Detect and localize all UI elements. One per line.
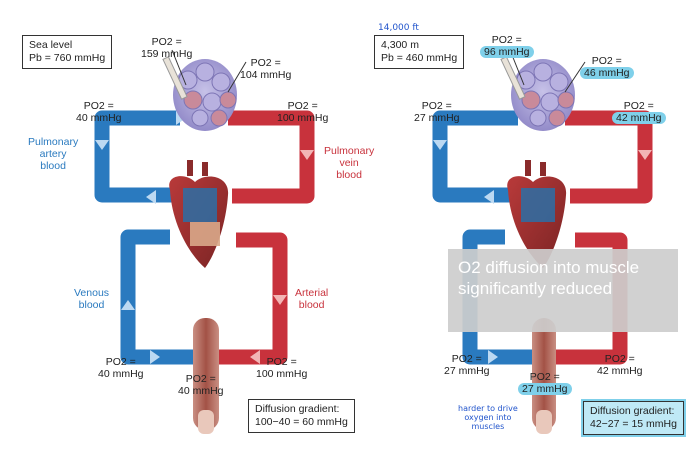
right-alveolar-right-po2: PO2 = <box>591 55 622 67</box>
po2-value: 40 mmHg <box>76 112 122 124</box>
left-alveolar-right-po2: PO2 = <box>250 57 281 69</box>
po2-label: PO2 = <box>623 100 654 112</box>
right-alveoli <box>500 56 575 131</box>
po2-label: PO2 = <box>604 353 635 365</box>
right-condition-box: 4,300 m Pb = 460 mmHg <box>374 35 465 69</box>
right-flow-arrow-3 <box>638 150 652 160</box>
po2-value: 27 mmHg <box>414 112 460 124</box>
left-arterial-po2: PO2 = 100 mmHg <box>256 356 307 380</box>
right-pulmonary-artery-vessel <box>432 110 518 203</box>
left-pulm-vein-po2: PO2 = 100 mmHg <box>277 100 328 124</box>
left-pulmonary-vein-label: Pulmonary vein blood <box>324 145 375 181</box>
right-muscle-po2: PO2 = 27 mmHg <box>518 371 572 395</box>
left-pulmonary-artery-label: Pulmonary artery blood <box>28 136 79 172</box>
right-alveolar-right-value: 46 mmHg <box>580 67 634 79</box>
po2-label: PO2 = <box>83 100 114 112</box>
right-heart <box>507 160 567 268</box>
po2-value: 100 mmHg <box>256 368 308 380</box>
right-venous-po2: PO2 = 27 mmHg <box>444 353 490 377</box>
left-gradient-line2: 100−40 = 60 mmHg <box>255 416 348 428</box>
po2-value: 40 mmHg <box>98 368 144 380</box>
left-flow-arrow-2 <box>95 140 109 150</box>
right-flow-arrow-4 <box>488 350 498 364</box>
right-pulmonary-vein-vessel <box>565 110 653 204</box>
po2-label: PO2 = <box>421 100 452 112</box>
left-gradient-box: Diffusion gradient: 100−40 = 60 mmHg <box>248 399 355 433</box>
left-venous-label: Venous blood <box>74 287 110 311</box>
right-flow-arrow-2 <box>433 140 447 150</box>
left-flow-arrow-8 <box>250 350 260 364</box>
right-condition-line2: Pb = 460 mmHg <box>381 52 458 64</box>
left-pulm-artery-po2: PO2 = 40 mmHg <box>76 100 122 124</box>
left-alveolar-right-value: 104 mmHg <box>240 69 292 81</box>
left-muscle-po2: PO2 = 40 mmHg <box>178 373 224 397</box>
left-diagram <box>94 56 315 434</box>
right-muscle <box>532 318 556 434</box>
left-alveoli <box>162 56 237 131</box>
right-alveolar-top-value: 96 mmHg <box>480 46 534 58</box>
left-pulmonary-artery-vessel <box>94 110 180 203</box>
left-alveolar-top-label: PO2 = 159 mmHg <box>141 36 192 60</box>
left-flow-arrow-7 <box>150 350 160 364</box>
left-flow-arrow-6 <box>121 300 135 310</box>
po2-label: PO2 = <box>451 353 482 365</box>
po2-value: 27 mmHg <box>518 383 572 395</box>
left-alveolar-right-label: PO2 = 104 mmHg <box>240 57 291 81</box>
right-handwritten-note: harder to drive oxygen into muscles <box>458 404 518 431</box>
right-alveolar-right-label: PO2 = 46 mmHg <box>580 55 634 79</box>
po2-value: 40 mmHg <box>178 385 224 397</box>
po2-value: 27 mmHg <box>444 365 490 377</box>
po2-value: 42 mmHg <box>612 112 666 124</box>
left-flow-arrow-5 <box>273 295 287 305</box>
left-alveolar-top-value: 159 mmHg <box>141 48 193 60</box>
left-condition-box: Sea level Pb = 760 mmHg <box>22 35 113 69</box>
right-alveolar-top-label: PO2 = 96 mmHg <box>480 34 534 58</box>
left-muscle <box>193 318 219 434</box>
right-alveolar-top-po2: PO2 = <box>491 34 522 46</box>
right-pulm-artery-po2: PO2 = 27 mmHg <box>414 100 460 124</box>
right-gradient-box: Diffusion gradient: 42−27 = 15 mmHg <box>581 399 686 437</box>
left-pulmonary-vein-vessel <box>228 110 315 204</box>
po2-label: PO2 = <box>529 371 560 383</box>
left-gradient-line1: Diffusion gradient: <box>255 403 340 415</box>
right-gradient-line1: Diffusion gradient: <box>590 405 675 417</box>
po2-label: PO2 = <box>266 356 297 368</box>
left-alveolar-top-po2: PO2 = <box>151 36 182 48</box>
right-arterial-po2: PO2 = 42 mmHg <box>597 353 643 377</box>
right-handwritten-altitude: 14,000 ft <box>378 23 419 33</box>
po2-label: PO2 = <box>287 100 318 112</box>
po2-label: PO2 = <box>105 356 136 368</box>
left-heart <box>169 160 229 268</box>
right-pulm-vein-po2: PO2 = 42 mmHg <box>612 100 666 124</box>
po2-value: 42 mmHg <box>597 365 643 377</box>
left-condition-line2: Pb = 760 mmHg <box>29 52 106 64</box>
left-flow-arrow-4 <box>300 150 314 160</box>
left-flow-arrow-1 <box>146 190 156 204</box>
right-condition-line1: 4,300 m <box>381 39 419 51</box>
left-arterial-label: Arterial blood <box>295 287 329 311</box>
right-flow-arrow-1 <box>484 190 494 204</box>
left-condition-line1: Sea level <box>29 39 73 51</box>
overlay-note: O2 diffusion into muscle significantly r… <box>448 249 678 332</box>
left-venous-vessel <box>120 229 196 365</box>
right-gradient-line2: 42−27 = 15 mmHg <box>590 418 677 430</box>
left-arterial-vessel <box>210 232 288 365</box>
po2-value: 100 mmHg <box>277 112 329 124</box>
po2-label: PO2 = <box>185 373 216 385</box>
left-venous-po2: PO2 = 40 mmHg <box>98 356 144 380</box>
